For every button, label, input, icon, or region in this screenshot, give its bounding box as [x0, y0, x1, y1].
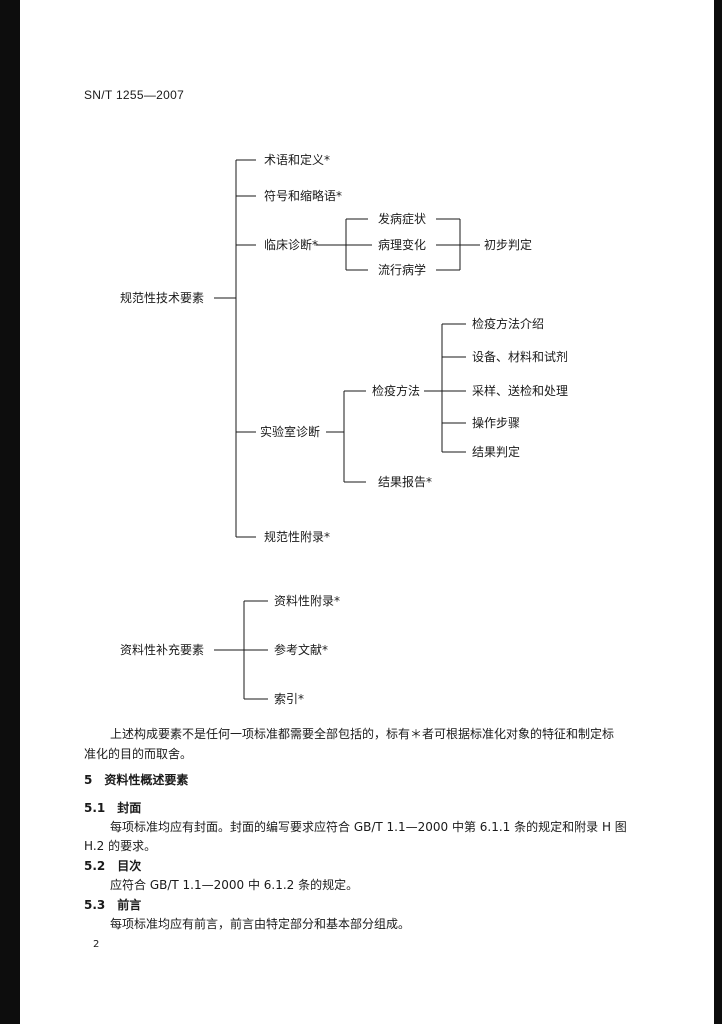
node-epidemiology: 流行病学: [378, 263, 427, 277]
node-symbols: 符号和缩略语*: [264, 189, 343, 203]
scan-edge-left: [0, 0, 20, 1024]
section-5-1-line-2: H.2 的要求。: [84, 839, 157, 853]
node-normative-annex: 规范性附录*: [264, 530, 331, 544]
node-sampling: 采样、送检和处理: [472, 384, 569, 398]
node-terms: 术语和定义*: [264, 153, 331, 167]
node-method-intro: 检疫方法介绍: [472, 317, 545, 331]
node-result-report: 结果报告*: [378, 475, 433, 489]
node-steps: 操作步骤: [472, 416, 521, 430]
section-5-1-line-1: 每项标准均应有封面。封面的编写要求应符合 GB/T 1.1—2000 中第 6.…: [110, 820, 627, 834]
node-clinical: 临床诊断*: [264, 238, 319, 252]
page-number: 2: [93, 939, 100, 950]
node-pathology: 病理变化: [378, 238, 427, 252]
section-5-3-line-1: 每项标准均应有前言，前言由特定部分和基本部分组成。: [110, 917, 411, 931]
informative-elements-root: 资料性补充要素: [120, 643, 205, 657]
node-lab: 实验室诊断: [260, 425, 321, 439]
node-result-judge: 结果判定: [472, 445, 521, 459]
node-equipment: 设备、材料和试剂: [472, 350, 569, 364]
node-index: 索引*: [274, 692, 305, 706]
normative-elements-root: 规范性技术要素: [120, 291, 205, 305]
node-informative-annex: 资料性附录*: [274, 594, 341, 608]
node-prelim: 初步判定: [484, 238, 533, 252]
section-5-2-heading: 5.2 目次: [84, 859, 142, 873]
node-references: 参考文献*: [274, 643, 329, 657]
note-line-1: 上述构成要素不是任何一项标准都需要全部包括的，标有＊者可根据标准化对象的特征和制…: [110, 727, 615, 741]
section-5-3-heading: 5.3 前言: [84, 898, 142, 912]
standard-number: SN/T 1255—2007: [84, 88, 185, 102]
section-5-heading: 5 资料性概述要素: [84, 773, 189, 787]
node-method: 检疫方法: [372, 384, 421, 398]
note-line-2: 准化的目的而取舍。: [84, 747, 193, 761]
scan-edge-right: [714, 0, 722, 1024]
section-5-2-line-1: 应符合 GB/T 1.1—2000 中 6.1.2 条的规定。: [110, 878, 359, 892]
node-onset: 发病症状: [378, 212, 427, 226]
section-5-1-heading: 5.1 封面: [84, 801, 142, 815]
